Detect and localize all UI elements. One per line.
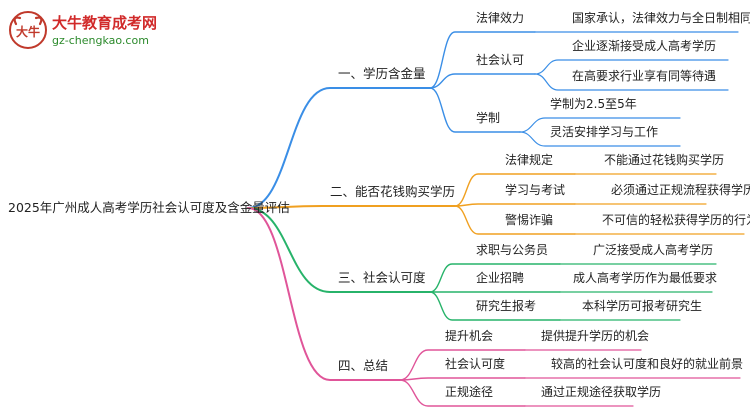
- node-legal-rules: 法律规定: [505, 153, 554, 167]
- node-social-recognition: 社会认可: [476, 53, 525, 67]
- branch-label-4: 四、总结: [338, 358, 389, 373]
- child-edge-2-1: [454, 173, 576, 207]
- bull-logo-icon: 大牛: [9, 11, 47, 49]
- leaf-grad-exam-1: 本科学历可报考研究生: [582, 299, 703, 313]
- node-recognition: 社会认可度: [445, 357, 506, 371]
- leaf-edge-1-3-2: [519, 131, 681, 147]
- node-study-exam: 学习与考试: [505, 183, 566, 197]
- leaf-study-exam-1: 必须通过正规流程获得学历: [611, 183, 750, 197]
- svg-text:大牛: 大牛: [16, 24, 40, 39]
- branch-edge-2: [247, 205, 456, 209]
- branch-label-1: 一、学历含金量: [338, 66, 426, 81]
- leaf-opportunity-1: 提供提升学历的机会: [541, 329, 650, 343]
- child-edge-1-2: [429, 73, 536, 89]
- child-edge-4-3: [399, 379, 526, 407]
- child-edge-2-3: [454, 205, 576, 235]
- branch-edge-1: [247, 87, 431, 209]
- leaf-social-recognition-1: 企业逐渐接受成人高考学历: [572, 39, 717, 53]
- child-edge-2-2: [454, 203, 576, 207]
- leaf-fraud-warning-1: 不可信的轻松获得学历的行为: [602, 213, 750, 227]
- leaf-edge-1-3-1: [519, 117, 681, 133]
- logo-url: gz-chengkao.com: [52, 34, 149, 47]
- node-opportunity: 提升机会: [445, 329, 494, 343]
- branch-label-2: 二、能否花钱购买学历: [330, 184, 456, 199]
- branch-edge-4: [247, 207, 401, 381]
- site-logo: 大牛 大牛教育成考网 gz-chengkao.com: [8, 10, 168, 54]
- leaf-edge-1-2-1: [534, 59, 729, 75]
- leaf-job-civil-service-1: 广泛接受成人高考学历: [593, 243, 714, 257]
- leaf-legal-effect-1: 国家承认，法律效力与全日制相同: [572, 11, 750, 25]
- leaf-formal-route-1: 通过正规途径获取学历: [541, 385, 662, 399]
- node-study-length: 学制: [476, 111, 501, 125]
- node-formal-route: 正规途径: [445, 385, 494, 399]
- leaf-edge-1-2-2: [534, 73, 729, 91]
- child-edge-1-1: [429, 31, 536, 89]
- node-legal-effect: 法律效力: [476, 11, 525, 25]
- leaf-study-length-1: 学制为2.5至5年: [550, 97, 637, 111]
- leaf-recruitment-1: 成人高考学历作为最低要求: [573, 271, 718, 285]
- child-edge-3-3: [429, 291, 561, 321]
- leaf-social-recognition-2: 在高要求行业享有同等待遇: [572, 69, 717, 83]
- logo-title: 大牛教育成考网: [52, 14, 158, 32]
- child-edge-4-2: [399, 377, 526, 381]
- mindmap-root: 2025年广州成人高考学历社会认可度及含金量评估: [8, 200, 290, 215]
- node-fraud-warning: 警惕诈骗: [505, 213, 554, 227]
- node-job-civil-service: 求职与公务员: [476, 243, 549, 257]
- node-grad-exam: 研究生报考: [476, 299, 537, 313]
- child-edge-3-1: [429, 263, 561, 293]
- leaf-legal-rules-1: 不能通过花钱购买学历: [604, 153, 725, 167]
- child-edge-4-1: [399, 349, 526, 381]
- leaf-study-length-2: 灵活安排学习与工作: [550, 125, 659, 139]
- node-recruitment: 企业招聘: [476, 271, 525, 285]
- branch-edge-3: [247, 207, 431, 293]
- branch-label-3: 三、社会认可度: [338, 270, 426, 285]
- leaf-recognition-1: 较高的社会认可度和良好的就业前景: [551, 357, 744, 371]
- child-edge-1-3: [429, 87, 521, 133]
